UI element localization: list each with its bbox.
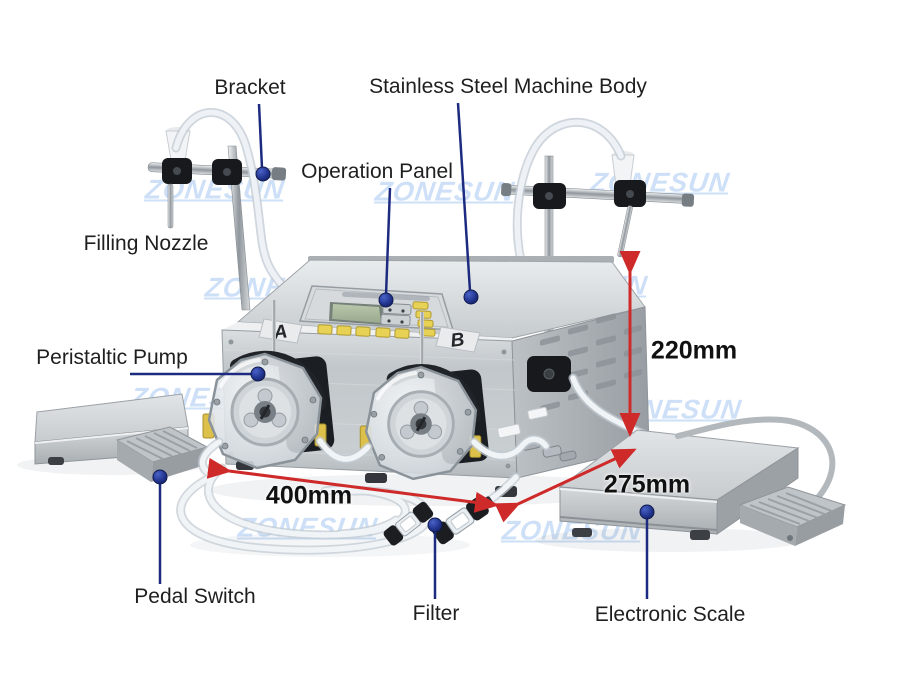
- callout-dot-filter: [427, 517, 443, 533]
- dimension-depth: 275mm: [603, 470, 691, 499]
- pedal-switch-right: [675, 416, 847, 546]
- dimension-arrows: [206, 251, 641, 523]
- callout-dot-machine-body: [463, 289, 479, 305]
- filling-nozzle-stand-left: [147, 127, 287, 311]
- callout-dot-operation-panel: [378, 292, 394, 308]
- callout-peristaltic-pump: Peristaltic Pump: [36, 346, 188, 369]
- pump-b-letter: B: [449, 329, 465, 352]
- callout-electronic-scale: Electronic Scale: [594, 603, 746, 626]
- dimension-height: 220mm: [650, 336, 738, 365]
- pump-b-sticker: B: [435, 326, 481, 353]
- operation-panel: [298, 285, 455, 339]
- depth-arrow: [494, 448, 637, 523]
- panel-buttons: [317, 301, 436, 339]
- callout-filter: Filter: [412, 602, 460, 625]
- callout-dot-electronic-scale: [639, 504, 655, 520]
- callout-filling-nozzle: Filling Nozzle: [83, 232, 209, 255]
- callout-machine-body: Stainless Steel Machine Body: [369, 75, 647, 98]
- callout-dot-pedal-switch: [152, 469, 168, 485]
- callout-line-machine-body: [456, 102, 472, 292]
- callout-dot-bracket: [255, 166, 271, 182]
- callout-bracket: Bracket: [214, 76, 286, 99]
- callout-pedal-switch: Pedal Switch: [134, 585, 256, 608]
- dimension-width: 400mm: [265, 481, 353, 510]
- callout-dots: [152, 166, 655, 533]
- callout-lines: [130, 102, 649, 599]
- callout-line-operation-panel: [384, 187, 392, 296]
- callout-line-bracket: [257, 103, 264, 169]
- width-arrow: [206, 457, 499, 513]
- callout-operation-panel: Operation Panel: [301, 160, 453, 183]
- pump-b-rod: [420, 312, 424, 380]
- pedal-cable: [675, 416, 836, 505]
- callout-dot-peristaltic-pump: [250, 366, 266, 382]
- peristaltic-pump-a: [202, 350, 335, 470]
- pump-a-rod: [272, 300, 276, 372]
